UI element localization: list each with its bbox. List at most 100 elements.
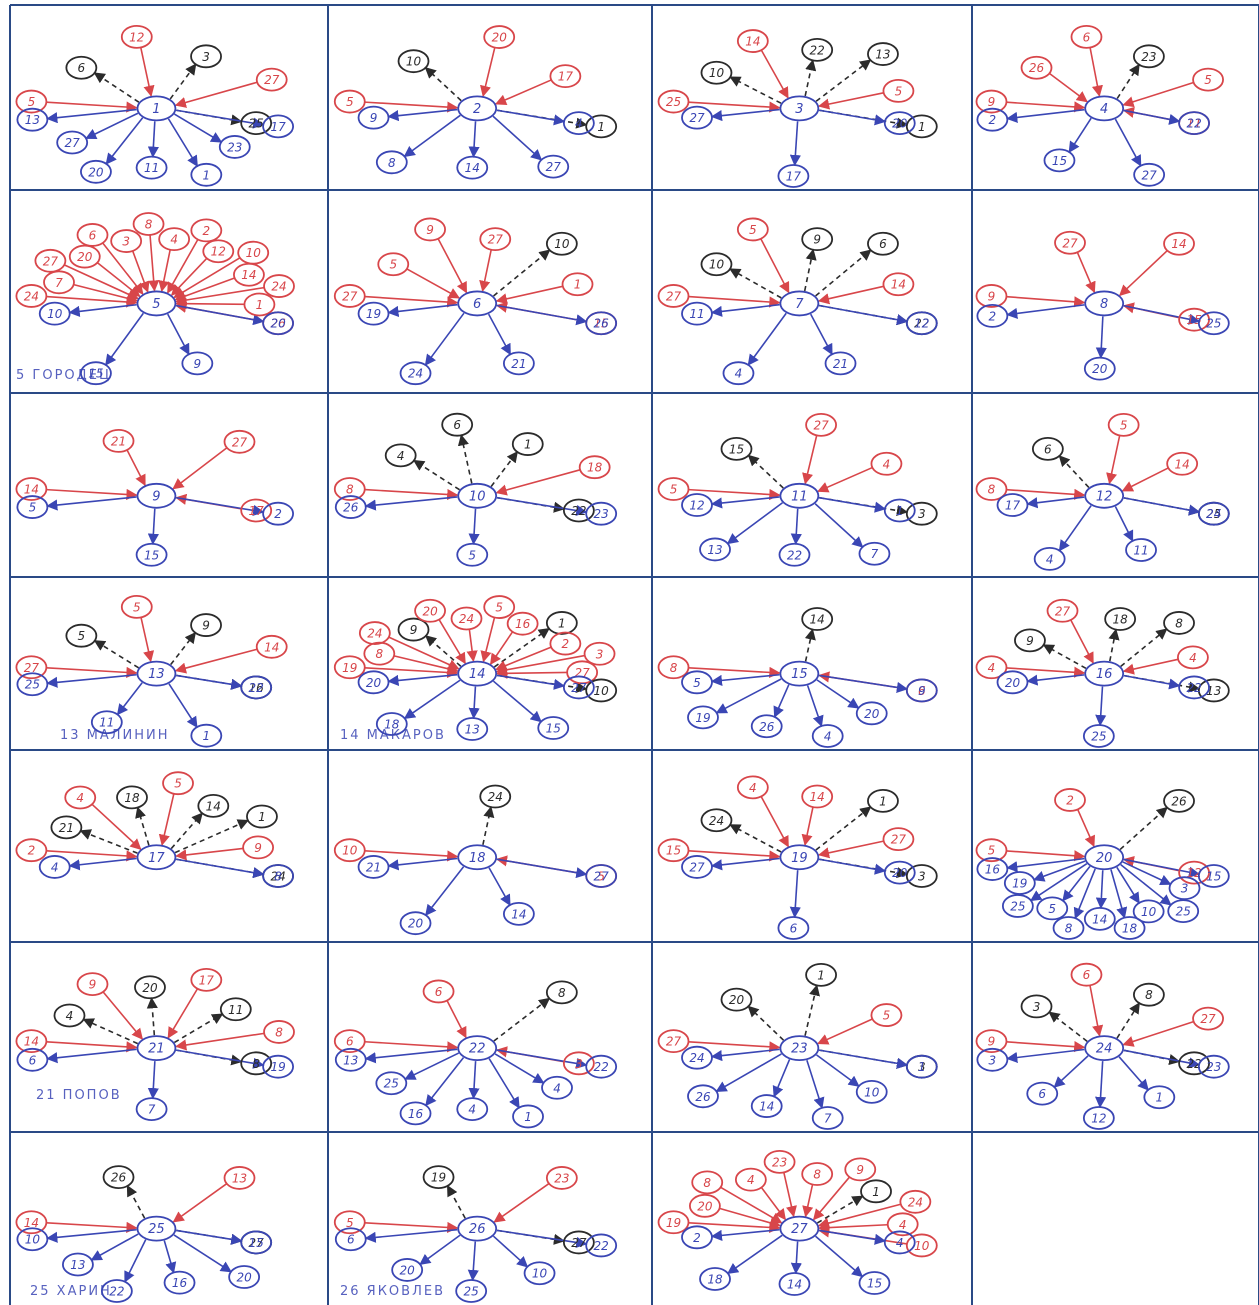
peer-node-label: 19 [270, 1060, 285, 1074]
relation-arrow [784, 1172, 794, 1216]
peer-node-label: 2 [562, 637, 570, 651]
peer-node: 4 [813, 725, 843, 747]
cell-caption: 14 МАКАРОВ [340, 728, 446, 743]
peer-node-label: 14 [1175, 457, 1190, 471]
peer-node: 4 [564, 112, 594, 134]
peer-node: 26 [104, 1166, 134, 1188]
peer-node: 16 [165, 1272, 195, 1294]
relation-arrow [106, 118, 142, 164]
relation-arrow [1006, 1042, 1084, 1048]
relation-arrow [176, 649, 257, 670]
peer-node: 14 [802, 786, 832, 808]
peer-node: 2 [1055, 789, 1085, 811]
peer-node-label: 9 [426, 223, 434, 237]
relation-arrow [1119, 1057, 1148, 1090]
relation-arrow [712, 858, 780, 865]
peer-node: 12 [907, 312, 937, 334]
relation-arrow [173, 448, 227, 489]
relation-arrow [365, 490, 457, 496]
peer-node: 18 [1105, 608, 1135, 630]
peer-node: 17 [191, 969, 221, 991]
peer-node: 22 [564, 499, 594, 521]
relation-arrow [1059, 456, 1088, 488]
peer-node: 6 [78, 224, 108, 246]
relation-arrow [761, 797, 788, 847]
peer-node-label: 20 [142, 981, 158, 995]
relation-arrow [47, 110, 136, 119]
peer-node: 6 [868, 233, 898, 255]
peer-node: 27 [225, 431, 255, 453]
peer-node: 5 [1109, 414, 1139, 436]
peer-node: 27 [682, 856, 712, 878]
relation-arrow [819, 841, 884, 855]
relation-arrow [176, 1230, 241, 1241]
cell-caption: 21 ПОПОВ [36, 1088, 122, 1103]
peer-node-label: 24 [689, 1051, 704, 1065]
peer-node-label: 13 [232, 1171, 247, 1185]
center-node: 25 [137, 1217, 175, 1241]
peer-node-label: 8 [988, 483, 996, 497]
center-node-label: 5 [152, 297, 160, 312]
relation-arrow [1069, 118, 1091, 152]
peer-node: 18 [700, 1268, 730, 1290]
relation-arrow [103, 243, 143, 294]
cell-caption: 26 ЯКОВЛЕВ [340, 1284, 445, 1299]
peer-node: 1 [547, 612, 577, 634]
peer-node-label: 6 [347, 1233, 355, 1247]
center-node-label: 7 [795, 297, 804, 312]
center-node: 16 [1085, 662, 1123, 686]
peer-node-label: 16 [172, 1276, 188, 1290]
relation-arrow [496, 80, 551, 104]
peer-node-label: 17 [270, 120, 286, 134]
sociogram-svg: 522612161925581418102531520 [974, 752, 1257, 940]
peer-node: 13 [700, 538, 730, 560]
peer-node-label: 15 [144, 548, 159, 562]
peer-node: 15 [241, 1231, 271, 1253]
peer-node-label: 6 [346, 1035, 354, 1049]
center-node-label: 13 [148, 667, 165, 682]
peer-node: 19 [659, 1211, 689, 1233]
peer-node-label: 22 [571, 504, 586, 518]
peer-node-label: 25 [1091, 730, 1106, 744]
peer-node-label: 7 [824, 1112, 832, 1126]
relation-arrow [388, 305, 457, 313]
grid-line-horizontal [10, 189, 1259, 191]
relation-arrow [795, 121, 798, 165]
peer-node-label: 20 [729, 993, 745, 1007]
sociogram-cell: 9271415220258 [974, 192, 1257, 391]
peer-node-label: 4 [575, 117, 583, 131]
peer-node: 27 [335, 285, 365, 307]
peer-node-label: 1 [203, 729, 211, 743]
sociogram-cell: 66831325164142222 [330, 944, 650, 1130]
peer-node: 27 [1193, 1008, 1223, 1030]
peer-node-label: 27 [571, 1236, 587, 1250]
relation-arrow [730, 825, 781, 852]
center-node-label: 17 [148, 851, 165, 866]
relation-arrow [176, 304, 244, 305]
grid-line-horizontal [10, 392, 1259, 394]
center-node-label: 18 [469, 851, 486, 866]
peer-node-label: 10 [246, 246, 262, 260]
peer-node: 23 [220, 136, 250, 158]
peer-node: 5 [122, 596, 152, 618]
peer-node-label: 10 [25, 1233, 41, 1247]
relation-arrow [162, 250, 170, 291]
peer-node: 20 [415, 600, 445, 622]
relation-arrow [816, 250, 871, 296]
peer-node-label: 25 [25, 678, 40, 692]
relation-arrow [1123, 468, 1169, 491]
relation-arrow [489, 314, 511, 354]
peer-node: 7 [859, 543, 889, 565]
peer-node: 13 [1199, 679, 1229, 701]
relation-arrow [95, 73, 139, 102]
relation-arrow [730, 269, 781, 298]
peer-node-label: 5 [1204, 73, 1212, 87]
relation-arrow [46, 1042, 136, 1048]
peer-node-label: 13 [707, 543, 722, 557]
peer-node-label: 1 [918, 120, 926, 134]
relation-arrow [761, 50, 788, 98]
peer-node-label: 13 [465, 723, 480, 737]
peer-node-label: 18 [1112, 613, 1128, 627]
relation-arrow [1027, 497, 1084, 504]
